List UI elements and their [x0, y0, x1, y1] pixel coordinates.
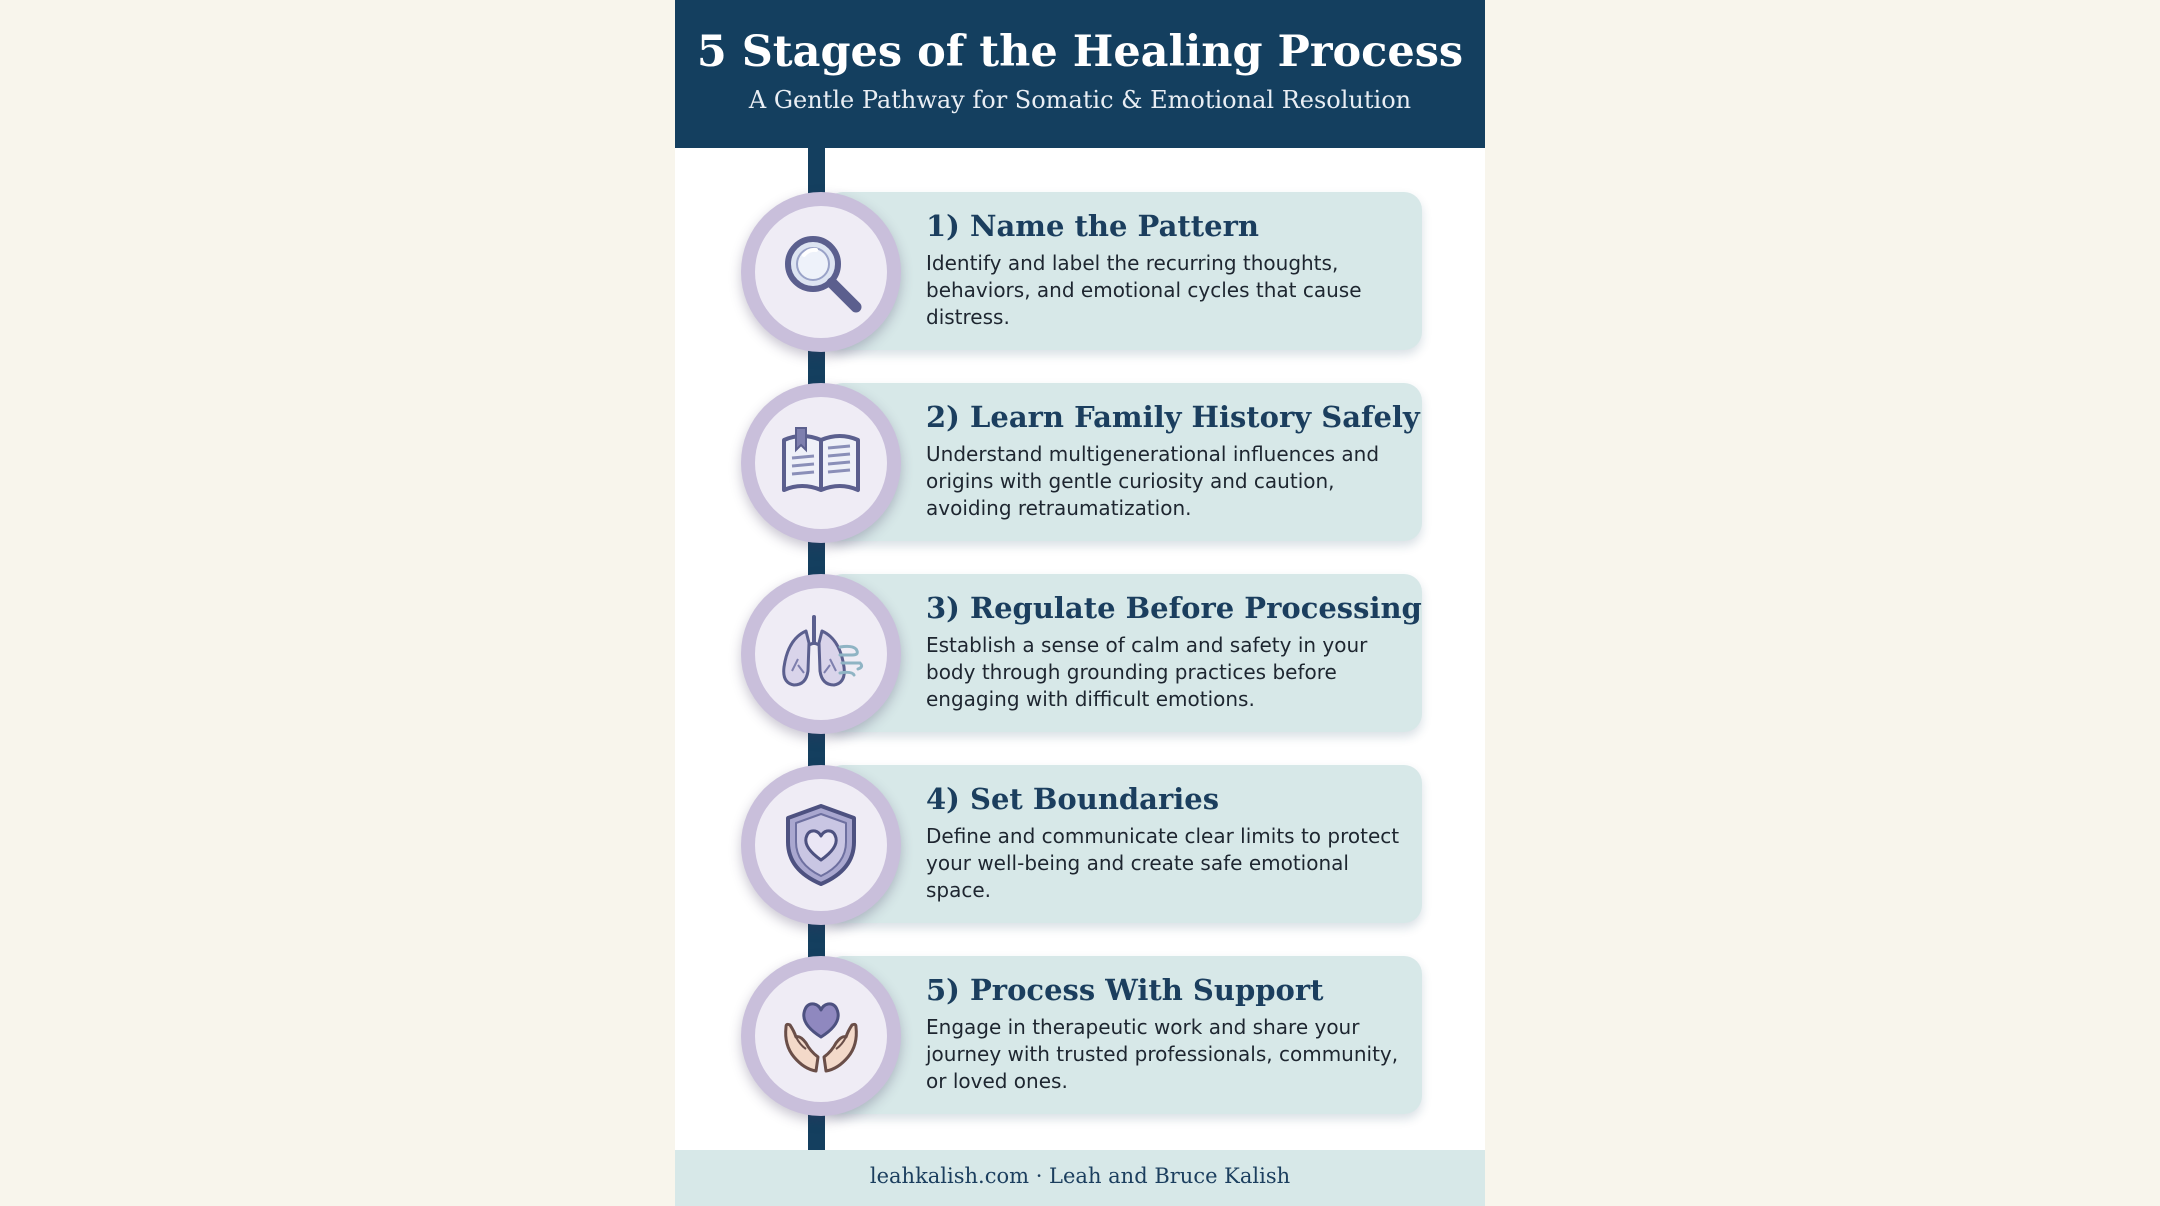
stage-3-description: Establish a sense of calm and safety in …: [926, 633, 1368, 711]
page-subtitle: A Gentle Pathway for Somatic & Emotional…: [748, 86, 1412, 114]
stage-3: 3) Regulate Before Processing Establish …: [675, 574, 1485, 734]
stage-2: 2) Learn Family History Safely Understan…: [675, 383, 1485, 543]
stage-1: 1) Name the Pattern Identify and label t…: [675, 192, 1485, 352]
stage-2-description: Understand multigenerational influences …: [926, 442, 1380, 520]
stage-3-medallion: [741, 574, 901, 734]
stage-2-title: 2) Learn Family History Safely: [926, 400, 1420, 434]
hands-heart-icon: [784, 1002, 858, 1073]
stage-1-medallion: [741, 192, 901, 352]
footer-banner: leahkalish.com · Leah and Bruce Kalish: [675, 1150, 1485, 1206]
header-banner: 5 Stages of the Healing Process A Gentle…: [675, 0, 1485, 148]
stage-1-card: [825, 192, 1422, 350]
stage-4: 4) Set Boundaries Define and communicate…: [675, 765, 1485, 925]
lungs-breath-icon: [782, 615, 864, 687]
footer-credit: leahkalish.com · Leah and Bruce Kalish: [869, 1164, 1291, 1188]
stage-2-medallion: [741, 383, 901, 543]
stage-5-description: Engage in therapeutic work and share you…: [926, 1015, 1399, 1093]
stage-5: 5) Process With Support Engage in therap…: [675, 956, 1485, 1116]
stage-4-medallion: [741, 765, 901, 925]
magnifying-glass-icon: [785, 236, 862, 313]
stage-4-description: Define and communicate clear limits to p…: [926, 824, 1400, 902]
stage-4-card: [825, 765, 1422, 923]
stage-5-card: [825, 956, 1422, 1114]
stage-3-card: [825, 574, 1422, 732]
stage-1-title: 1) Name the Pattern: [926, 209, 1259, 243]
infographic-card: 5 Stages of the Healing Process A Gentle…: [675, 0, 1485, 1206]
open-book-icon: [782, 427, 860, 492]
shield-heart-icon: [786, 804, 856, 886]
stage-5-title: 5) Process With Support: [926, 973, 1324, 1007]
stage-2-card: [825, 383, 1422, 541]
stage-1-description: Identify and label the recurring thought…: [926, 251, 1362, 329]
page-title: 5 Stages of the Healing Process: [696, 27, 1464, 77]
stage-4-title: 4) Set Boundaries: [926, 782, 1220, 816]
stage-5-medallion: [741, 956, 901, 1116]
stage-3-title: 3) Regulate Before Processing: [926, 591, 1422, 625]
